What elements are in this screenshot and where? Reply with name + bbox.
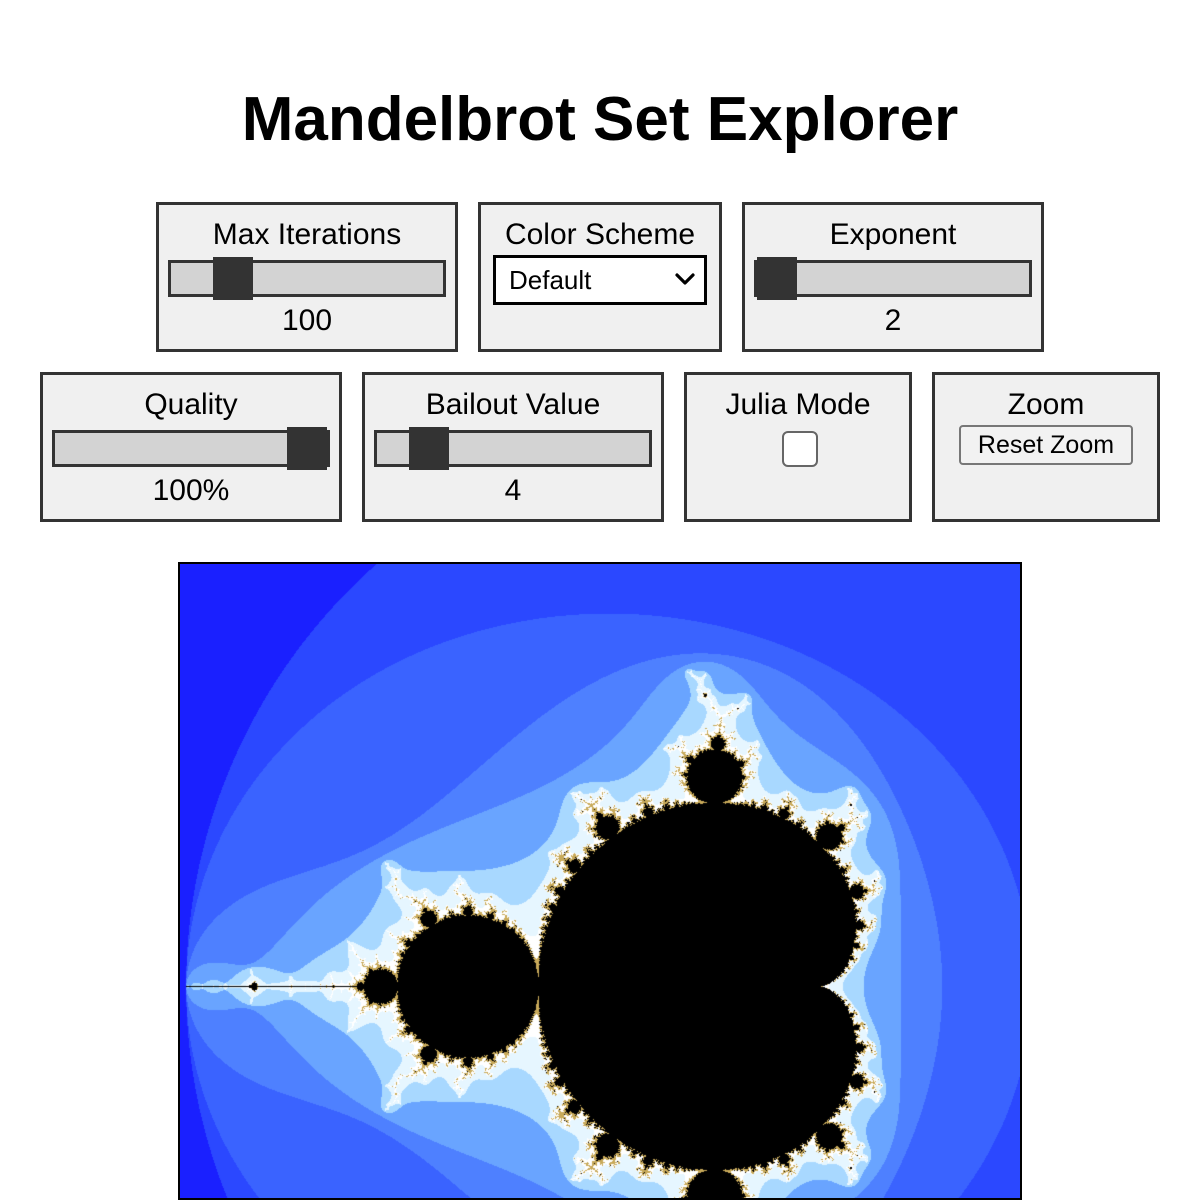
- color-scheme-selected: Default: [509, 265, 592, 295]
- zoom-panel: Zoom Reset Zoom: [932, 372, 1160, 522]
- chevron-down-icon: [675, 273, 695, 285]
- exponent-value: 2: [884, 304, 902, 337]
- bailout-value: 4: [504, 474, 522, 507]
- color-scheme-label: Color Scheme: [504, 218, 696, 251]
- bailout-panel: Bailout Value 4: [362, 372, 664, 522]
- quality-label: Quality: [144, 388, 238, 421]
- quality-value: 100%: [152, 474, 230, 507]
- fractal-canvas[interactable]: [180, 564, 1020, 1198]
- bailout-label: Bailout Value: [425, 388, 601, 421]
- max-iterations-value: 100: [281, 304, 333, 337]
- color-scheme-panel: Color Scheme Default: [478, 202, 722, 352]
- zoom-label: Zoom: [1007, 388, 1085, 421]
- max-iterations-panel: Max Iterations 100: [156, 202, 458, 352]
- max-iterations-label: Max Iterations: [212, 218, 402, 251]
- reset-zoom-button[interactable]: Reset Zoom: [959, 425, 1133, 465]
- exponent-panel: Exponent 2: [742, 202, 1044, 352]
- julia-mode-checkbox[interactable]: [782, 431, 818, 467]
- color-scheme-select[interactable]: Default: [493, 255, 707, 305]
- max-iterations-slider[interactable]: [168, 257, 446, 300]
- exponent-slider-thumb[interactable]: [757, 257, 797, 300]
- quality-slider[interactable]: [52, 427, 330, 470]
- max-iterations-slider-thumb[interactable]: [212, 257, 253, 300]
- bailout-slider[interactable]: [374, 427, 652, 470]
- bailout-slider-thumb[interactable]: [409, 427, 450, 470]
- quality-slider-thumb[interactable]: [287, 427, 327, 470]
- julia-mode-label: Julia Mode: [725, 388, 871, 421]
- quality-panel: Quality 100%: [40, 372, 342, 522]
- exponent-slider[interactable]: [754, 257, 1032, 300]
- exponent-label: Exponent: [829, 218, 957, 251]
- fractal-canvas-frame[interactable]: [178, 562, 1022, 1200]
- julia-mode-panel: Julia Mode: [684, 372, 912, 522]
- page-title: Mandelbrot Set Explorer: [241, 85, 959, 154]
